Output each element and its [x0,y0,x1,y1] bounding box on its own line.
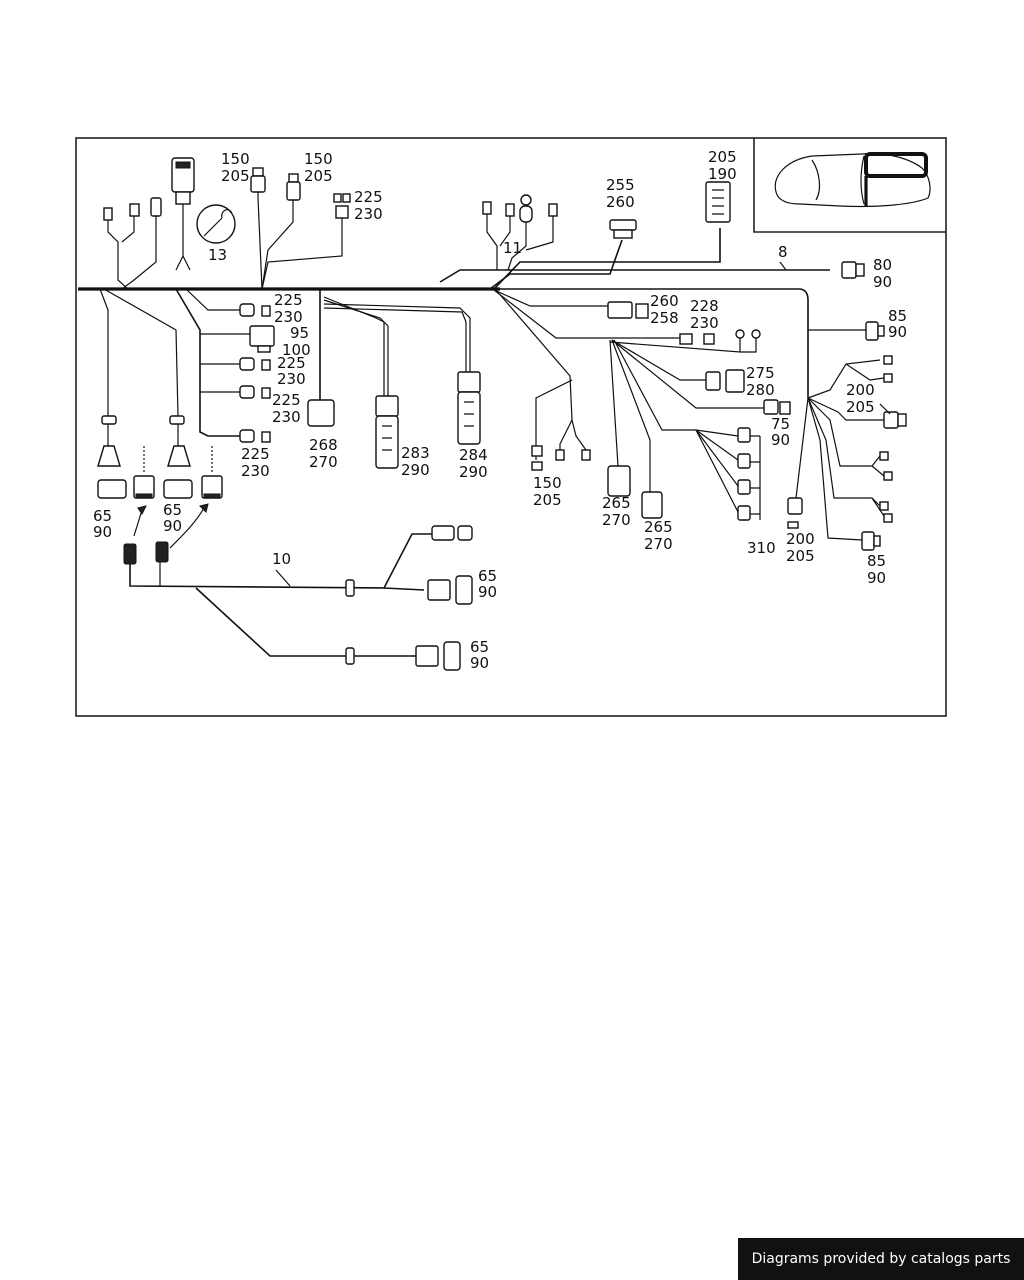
connector-283-290 [375,415,399,469]
car-outline-icon [774,152,931,208]
diagram-frame [75,137,947,717]
top-left-connectors [103,157,351,290]
highlighted-area [864,152,928,178]
top-middle-connectors [482,181,731,271]
vehicle-locator-inset [753,138,946,233]
callout-11: 11 [503,239,522,257]
callout-10: 10 [272,550,291,568]
callout-310: 310 [747,539,776,557]
multi-pin-connector-205-190 [705,181,731,223]
ground-point-icon [520,194,532,206]
middle-connectors [307,289,481,469]
main-harness-trunk [78,228,830,398]
diagrams-credit-banner: Diagrams provided by catalogs parts [738,1238,1024,1280]
lamp-socket-branches [97,288,223,549]
harness-10 [123,525,473,671]
relay-95-100 [249,325,275,347]
callout-13: 13 [208,246,227,264]
callout-8: 8 [778,243,788,261]
connector-284-290 [457,391,481,445]
left-branch-connectors [175,288,275,443]
right-side-connectors [787,261,907,551]
center-right-connectors [491,288,791,521]
